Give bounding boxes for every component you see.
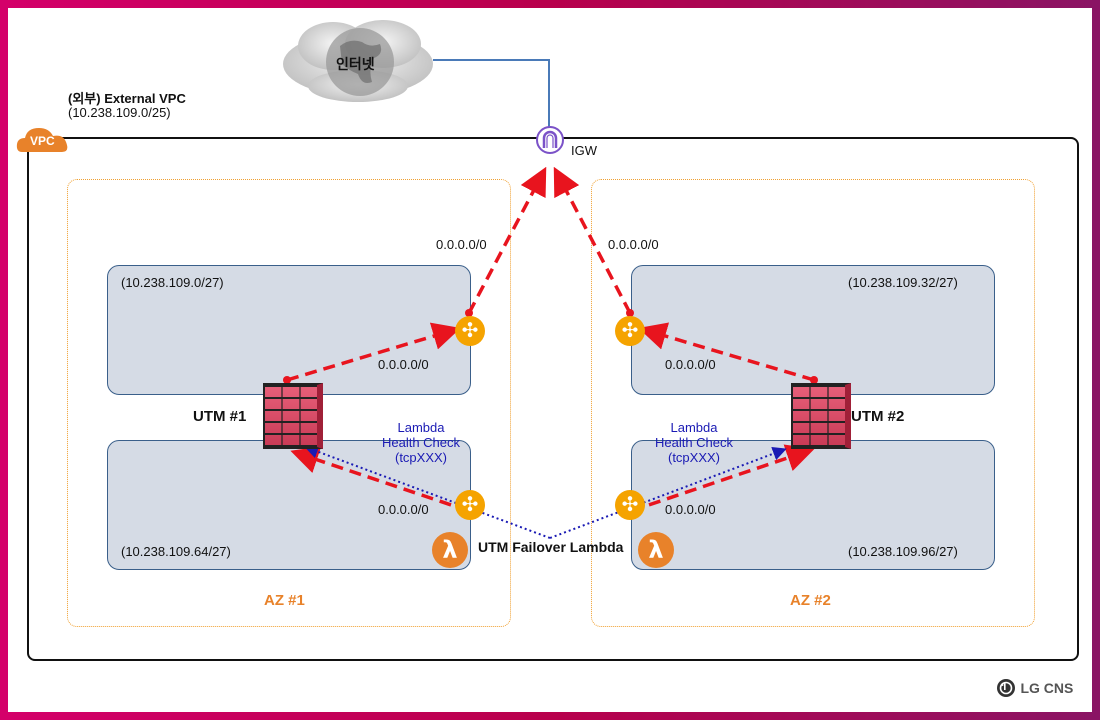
az2-route-utm-label: 0.0.0.0/0 — [665, 357, 716, 372]
az2-private-cidr: (10.238.109.96/27) — [848, 544, 958, 559]
az1-hc-line1: Lambda — [397, 420, 445, 435]
internet-cloud: 인터넷 — [278, 16, 438, 106]
igw-label: IGW — [571, 143, 597, 158]
utm2-label: UTM #2 — [851, 408, 905, 425]
az1-hc-line3: (tcpXXX) — [394, 450, 447, 465]
az1-boundary — [67, 179, 511, 627]
vpc-title: (외부) External VPC — [68, 91, 186, 106]
internet-label: 인터넷 — [336, 56, 375, 72]
utm2-firewall-icon[interactable] — [791, 383, 851, 449]
az1-private-cidr: (10.238.109.64/27) — [121, 544, 231, 559]
az2-public-router-icon[interactable] — [615, 316, 645, 346]
az2-hc-line3: (tcpXXX) — [667, 450, 720, 465]
az1-private-router-icon[interactable] — [455, 490, 485, 520]
az2-boundary — [591, 179, 1035, 627]
az2-private-router-icon[interactable] — [615, 490, 645, 520]
vpc-badge-label: VPC — [30, 134, 55, 148]
utm1-label: UTM #1 — [193, 408, 247, 425]
utm1-firewall-icon[interactable] — [263, 383, 323, 449]
diagram-canvas: 인터넷 (외부) External VPC (10.238.109.0/25) … — [8, 8, 1092, 712]
az1-hc-line2: Health Check — [381, 435, 461, 450]
az2-route-igw-label: 0.0.0.0/0 — [608, 237, 659, 252]
internet-igw-link — [433, 59, 550, 128]
az2-route-private-label: 0.0.0.0/0 — [665, 502, 716, 517]
az1-public-router-icon[interactable] — [455, 316, 485, 346]
lg-logo-icon — [997, 679, 1015, 697]
az2-label: AZ #2 — [790, 592, 831, 609]
igw-icon[interactable] — [535, 125, 565, 155]
vpc-cidr: (10.238.109.0/25) — [68, 105, 171, 120]
az2-public-cidr: (10.238.109.32/27) — [848, 275, 958, 290]
cloud-globe-icon — [283, 20, 433, 102]
az1-lambda-icon[interactable] — [432, 532, 468, 568]
az2-lambda-icon[interactable] — [638, 532, 674, 568]
brand-name: LG CNS — [1020, 680, 1074, 696]
az1-route-utm-label: 0.0.0.0/0 — [378, 357, 429, 372]
lambda-label: UTM Failover Lambda — [478, 539, 624, 555]
az1-public-cidr: (10.238.109.0/27) — [121, 275, 224, 290]
az2-health-check-label: Lambda Health Check (tcpXXX) — [639, 420, 749, 465]
az1-label: AZ #1 — [264, 592, 305, 609]
az1-health-check-label: Lambda Health Check (tcpXXX) — [366, 420, 476, 465]
vpc-badge: VPC — [16, 126, 68, 154]
lg-cns-logo: LG CNS — [996, 678, 1073, 700]
az2-hc-line2: Health Check — [654, 435, 734, 450]
az1-route-igw-label: 0.0.0.0/0 — [436, 237, 487, 252]
az1-route-private-label: 0.0.0.0/0 — [378, 502, 429, 517]
az2-hc-line1: Lambda — [670, 420, 718, 435]
